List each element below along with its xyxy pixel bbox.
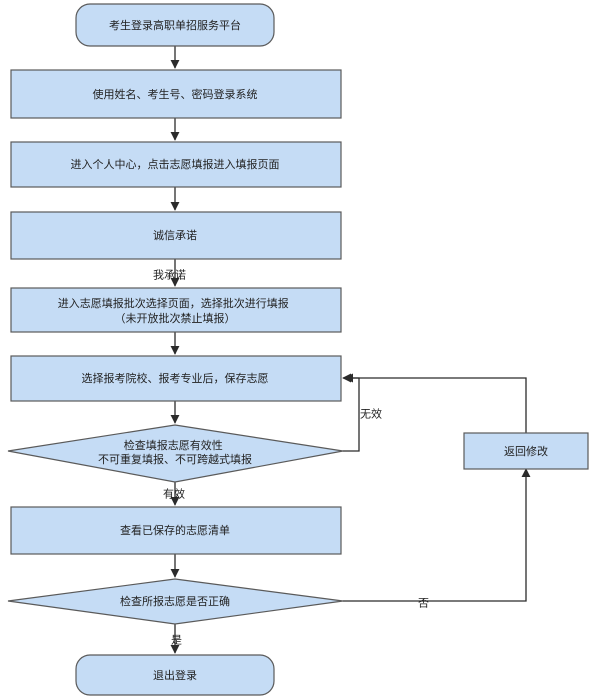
node-modify: 返回修改 [463, 432, 589, 470]
node-start-line-1: 考生登录高职单招服务平台 [109, 18, 241, 32]
edge-labels: 我承诺 无效 有效 否 是 [153, 269, 429, 647]
edge-label-no: 否 [418, 597, 429, 610]
node-select-line-1: 选择报考院校、报考专业后，保存志愿 [82, 371, 269, 385]
svg-text:进入志愿填报批次选择页面，选择批次进行填报: 进入志愿填报批次选择页面，选择批次进行填报 （未开放批次禁止填报） [58, 296, 293, 325]
node-modify-line-1: 返回修改 [504, 444, 548, 458]
node-check-correct-line-1: 检查所报志愿是否正确 [120, 594, 230, 608]
node-promise-line-1: 诚信承诺 [153, 229, 197, 242]
edge-label-promise: 我承诺 [153, 269, 186, 282]
svg-text:诚信承诺: 诚信承诺 [153, 229, 197, 242]
nodes: 考生登录高职单招服务平台 使用姓名、考生号、密码登录系统 进入个人中心，点击志愿… [7, 3, 589, 696]
node-end: 退出登录 [75, 654, 275, 696]
node-check-validity: 检查填报志愿有效性 不可重复填报、不可跨越式填报 [7, 424, 344, 483]
node-batch-line-1: 进入志愿填报批次选择页面，选择批次进行填报 [58, 296, 289, 310]
svg-text:检查填报志愿有效性 不可重复填报、不可跨越式: 检查填报志愿有效性 不可重复填报、不可跨越式填报 [98, 438, 252, 466]
node-promise: 诚信承诺 [10, 211, 342, 260]
edge-no-modify [343, 468, 531, 602]
edge-label-invalid: 无效 [360, 407, 382, 421]
node-view: 查看已保存的志愿清单 [10, 506, 342, 555]
svg-text:考生登录高职单招服务平台: 考生登录高职单招服务平台 [109, 18, 241, 32]
svg-text:检查所报志愿是否正确: 检查所报志愿是否正确 [120, 594, 230, 608]
node-start: 考生登录高职单招服务平台 [75, 3, 275, 47]
node-check-correct: 检查所报志愿是否正确 [7, 578, 344, 625]
edge-modify-select [344, 373, 527, 433]
node-login-line-1: 使用姓名、考生号、密码登录系统 [93, 87, 258, 101]
svg-text:退出登录: 退出登录 [153, 668, 197, 682]
svg-text:进入个人中心，点击志愿填报进入填报页面: 进入个人中心，点击志愿填报进入填报页面 [71, 157, 280, 171]
node-batch-line-2: （未开放批次禁止填报） [115, 311, 236, 325]
edges [170, 46, 531, 654]
svg-text:查看已保存的志愿清单: 查看已保存的志愿清单 [120, 523, 230, 537]
node-end-line-1: 退出登录 [153, 668, 197, 682]
edge-label-valid: 有效 [163, 487, 185, 501]
svg-text:使用姓名、考生号、密码登录系统: 使用姓名、考生号、密码登录系统 [93, 87, 258, 101]
svg-text:返回修改: 返回修改 [504, 444, 548, 458]
node-check-validity-line-2: 不可重复填报、不可跨越式填报 [98, 452, 252, 466]
node-batch: 进入志愿填报批次选择页面，选择批次进行填报 （未开放批次禁止填报） [10, 287, 342, 333]
node-login: 使用姓名、考生号、密码登录系统 [10, 69, 342, 119]
node-select: 选择报考院校、报考专业后，保存志愿 [10, 355, 342, 402]
edge-invalid-loop [342, 373, 360, 452]
node-check-validity-line-1: 检查填报志愿有效性 [124, 438, 223, 452]
svg-text:选择报考院校、报考专业后，保存志愿: 选择报考院校、报考专业后，保存志愿 [82, 371, 269, 385]
node-center-line-1: 进入个人中心，点击志愿填报进入填报页面 [71, 157, 280, 171]
node-view-line-1: 查看已保存的志愿清单 [120, 523, 230, 537]
node-center: 进入个人中心，点击志愿填报进入填报页面 [10, 141, 342, 188]
edge-label-yes: 是 [171, 634, 182, 647]
